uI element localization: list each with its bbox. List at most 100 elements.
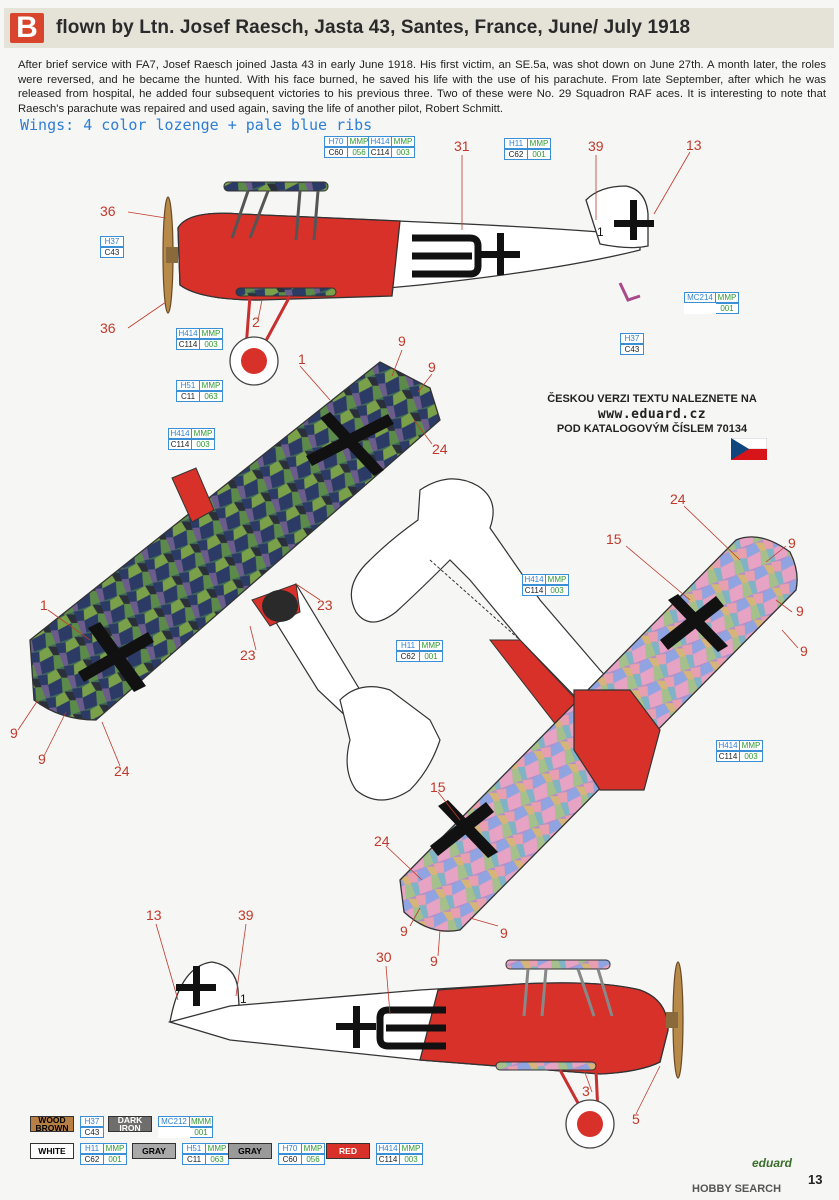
callout-9e: 9 (788, 535, 796, 551)
strut (230, 190, 250, 239)
callout-9f: 9 (796, 603, 804, 619)
legend-ref-wood-brown: H37 C43 (80, 1116, 104, 1138)
swatch-wood-brown: WOOD BROWN (30, 1116, 74, 1132)
callout-39: 39 (588, 138, 604, 154)
swatch-gray-h51: GRAY (132, 1143, 176, 1159)
callout-24d: 24 (374, 833, 390, 849)
tailplane-plan (350, 478, 641, 737)
callout-13: 13 (686, 137, 702, 153)
strut (294, 190, 302, 241)
czech-url[interactable]: www.eduard.cz (597, 407, 707, 422)
side-view-bottom: 1 (167, 959, 684, 1149)
header-bar (4, 8, 834, 48)
swatch-white: WHITE (30, 1143, 74, 1159)
tailplane-plan-left (339, 686, 441, 801)
strut (522, 968, 530, 1017)
swatch-gray-h70: GRAY (228, 1143, 272, 1159)
swatch-red: RED (326, 1143, 370, 1159)
plan-view-lower (399, 536, 798, 932)
callout-lines-left (17, 349, 433, 767)
scheme-title: flown by Ltn. Josef Raesch, Jasta 43, Sa… (56, 17, 691, 38)
callout-23b: 23 (240, 647, 256, 663)
callout-5: 5 (632, 1111, 640, 1127)
plan-view-upper (29, 361, 441, 721)
wings-label: Wings: 4 color lozenge + pale blue ribs (20, 116, 373, 134)
tail-cross-icon (614, 200, 654, 240)
callout-9g: 9 (800, 643, 808, 659)
lower-wing-edge (235, 287, 337, 297)
czech-line-1: ČESKOU VERZI TEXTU NALEZNETE NA (547, 393, 757, 405)
czech-line-3: POD KATALOGOVÝM ČÍSLEM 70134 (556, 423, 748, 435)
callout-9b: 9 (428, 359, 436, 375)
prop-hub-bottom (666, 1012, 678, 1028)
czech-flag-icon (731, 438, 767, 460)
callout-1b: 1 (40, 597, 48, 613)
callout-9d: 9 (38, 751, 46, 767)
strut (312, 190, 320, 241)
prop-hub (166, 247, 178, 263)
callout-30: 30 (376, 949, 392, 965)
callout-2: 2 (252, 314, 260, 330)
callout-24b: 24 (114, 763, 130, 779)
czech-note: ČESKOU VERZI TEXTU NALEZNETE NA www.edua… (528, 392, 776, 437)
callout-3: 3 (582, 1083, 590, 1099)
callout-9a: 9 (398, 333, 406, 349)
callout-15a: 15 (606, 531, 622, 547)
callout-39b: 39 (238, 907, 254, 923)
callout-9j: 9 (500, 925, 508, 941)
fuselage-code-top (412, 233, 520, 278)
callout-23a: 23 (317, 597, 333, 613)
page-number: 13 (808, 1172, 823, 1187)
cockpit-icon (262, 590, 298, 622)
callout-36b: 36 (100, 320, 116, 336)
callout-lines-right (385, 505, 799, 957)
callout-lines-top (127, 151, 691, 329)
paint-ref-h37-tail: H37 C43 (620, 333, 644, 355)
callout-9c: 9 (10, 725, 18, 741)
wheel-hub-bottom (577, 1111, 603, 1137)
callout-13b: 13 (146, 907, 162, 923)
side-view-top: 1 (162, 181, 654, 386)
tail-skid (618, 282, 641, 302)
callout-9i: 9 (430, 953, 438, 969)
fuselage-red-nose-plan (573, 689, 661, 791)
callout-31: 31 (454, 138, 470, 154)
callout-lines-bottom (155, 923, 661, 1115)
eduard-logo: eduard (752, 1156, 793, 1170)
strut (576, 968, 596, 1017)
wing-cross-icon (78, 412, 394, 692)
engine-cowl-plan (171, 467, 215, 523)
strut (596, 968, 614, 1017)
callout-1a: 1 (298, 351, 306, 367)
wing-cross-icon (430, 594, 728, 858)
lower-wing-edge-bottom (495, 1061, 597, 1071)
fuselage-stitch (429, 559, 521, 641)
callout-9h: 9 (400, 923, 408, 939)
strut (248, 190, 270, 239)
upper-wing-edge (223, 181, 329, 192)
rudder-number: 1 (597, 225, 604, 239)
rudder-bottom (169, 961, 241, 1023)
fuselage-code-bottom (336, 1006, 446, 1050)
rudder-number-bottom: 1 (240, 992, 247, 1006)
wheel-hub (241, 348, 267, 374)
callout-15b: 15 (430, 779, 446, 795)
paint-ref-h37-top: H37 C43 (100, 236, 124, 258)
intro-paragraph: After brief service with FA7, Josef Raes… (18, 59, 826, 115)
fuselage-red-nose-bottom (419, 982, 669, 1075)
callout-36a: 36 (100, 203, 116, 219)
